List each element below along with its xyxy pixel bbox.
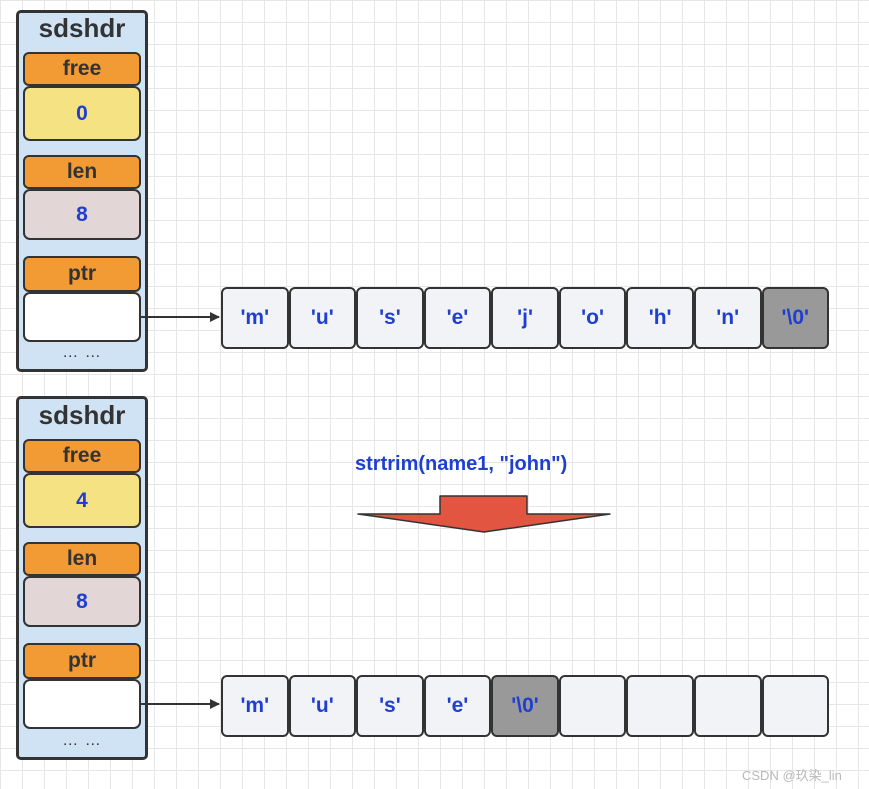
buffer-cell: 'j'	[491, 287, 559, 349]
ptr-label-after: ptr	[23, 643, 141, 679]
buffer-cell-free	[626, 675, 694, 737]
buffer-cell: 's'	[356, 675, 424, 737]
buffer-cell-free	[558, 675, 627, 737]
buffer-cell-free	[761, 675, 830, 737]
buffer-cell: 'e'	[423, 287, 492, 349]
struct-title-before: sdshdr	[38, 13, 126, 43]
transform-arrow	[357, 495, 611, 533]
buffer-cell-free	[693, 675, 762, 737]
buffer-cell: 'u'	[288, 287, 357, 349]
buffer-cell: 'h'	[626, 287, 694, 349]
buffer-cell: 'o'	[558, 287, 627, 349]
watermark: CSDN @玖染_lin	[742, 768, 842, 783]
ptr-label-before: ptr	[23, 256, 141, 292]
struct-title-after: sdshdr	[38, 400, 126, 430]
ellipsis-before: … …	[62, 344, 102, 361]
free-label-after: free	[23, 439, 141, 473]
len-label-before: len	[23, 155, 141, 189]
buffer-before: 'm' 'u' 's' 'e' 'j' 'o' 'h' 'n' '\0'	[221, 287, 830, 349]
buffer-cell-terminator: '\0'	[761, 287, 830, 349]
free-label-before: free	[23, 52, 141, 86]
len-value-after: 8	[23, 576, 141, 627]
buffer-cell: 'u'	[288, 675, 357, 737]
buffer-cell: 'e'	[423, 675, 492, 737]
buffer-cell: 'm'	[221, 675, 289, 737]
ptr-value-after	[23, 679, 141, 729]
free-value-before: 0	[23, 86, 141, 141]
buffer-after: 'm' 'u' 's' 'e' '\0'	[221, 675, 830, 737]
len-label-after: len	[23, 542, 141, 576]
ptr-value-before	[23, 292, 141, 342]
buffer-cell-terminator: '\0'	[491, 675, 559, 737]
len-value-before: 8	[23, 189, 141, 240]
operation-label: strtrim(name1, "john")	[355, 453, 568, 475]
buffer-cell: 'n'	[693, 287, 762, 349]
buffer-cell: 'm'	[221, 287, 289, 349]
buffer-cell: 's'	[356, 287, 424, 349]
free-value-after: 4	[23, 473, 141, 528]
ellipsis-after: … …	[62, 732, 102, 749]
